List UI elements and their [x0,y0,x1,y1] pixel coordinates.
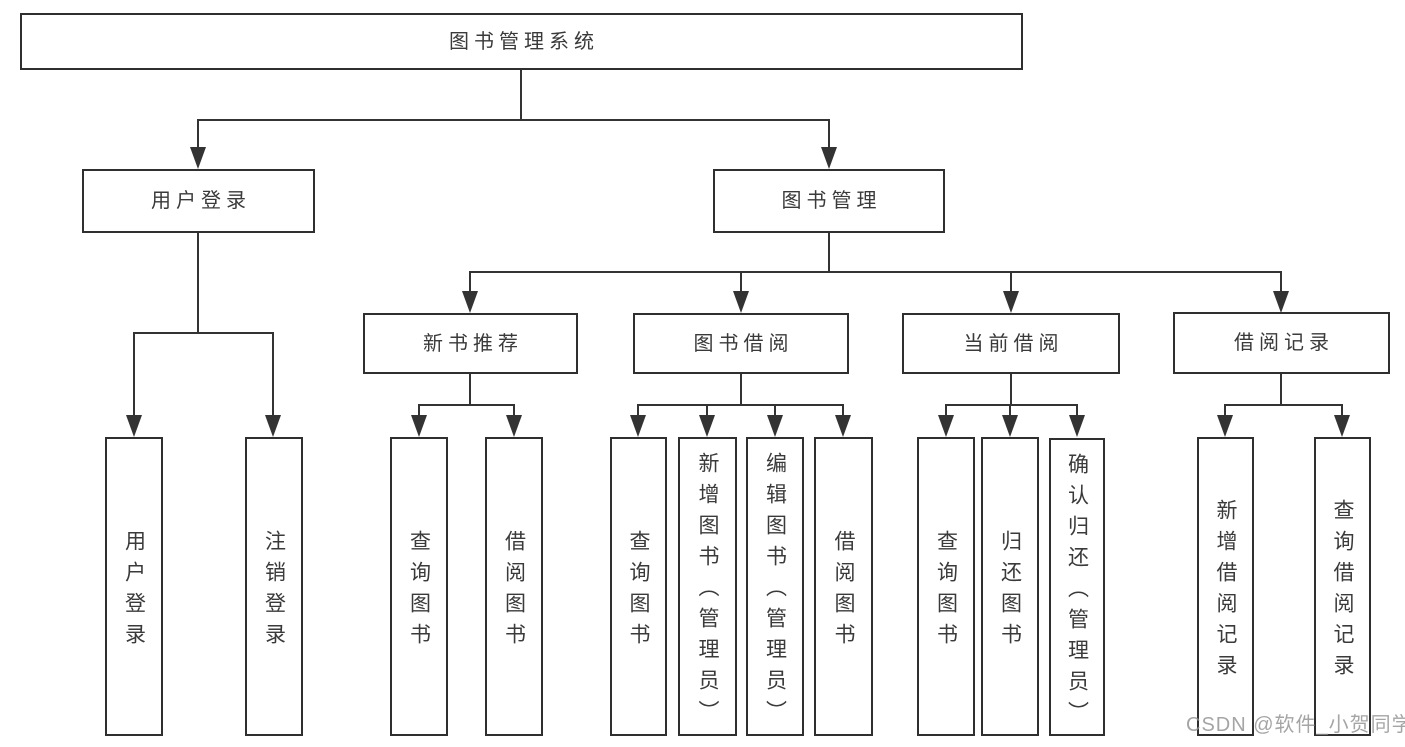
edge-recommend-branch [418,404,515,406]
csdn-watermark: CSDN @软件_小贺同学 [1186,714,1405,736]
leaf-add-borrow-record: 新增借阅记录 [1197,437,1254,736]
edge-root-trunk [520,70,522,121]
leaf-edit-books-admin-label: 编辑图书（管理员） [763,452,787,731]
edge-stem-borrow [740,271,742,293]
edge-bookmgmt-branch [469,271,1282,273]
edge-stem-rec-borrow [513,404,515,417]
arrow-bor-edit [767,415,783,437]
edge-stem-user-login [197,119,199,149]
leaf-add-borrow-record-label: 新增借阅记录 [1214,498,1237,685]
edge-stem-leaf-login [133,332,135,416]
edge-record-branch [1224,404,1342,406]
edge-stem-leaf-logout [272,332,274,416]
edge-stem-cur-return [1009,404,1011,417]
node-book-management-label: 图书管理 [781,190,882,212]
edge-record-trunk [1280,374,1282,406]
leaf-logout-label: 注销登录 [262,529,286,654]
edge-current-branch [945,404,1078,406]
arrow-leaf-logout [265,415,281,437]
node-book-management: 图书管理 [713,169,945,233]
leaf-query-books-current: 查询图书 [917,437,975,736]
node-user-login-label: 用户登录 [151,190,251,212]
edge-borrow-trunk [740,374,742,406]
leaf-query-books-borrow: 查询图书 [610,437,667,736]
arrow-borrow [733,291,749,313]
leaf-return-books-label: 归还图书 [998,529,1022,654]
edge-stem-recommend [469,271,471,293]
node-root-label: 图书管理系统 [449,30,599,53]
arrow-cur-return [1002,415,1018,437]
leaf-query-books-current-label: 查询图书 [934,529,958,654]
arrow-recommend [462,291,478,313]
leaf-user-login: 用户登录 [105,437,163,736]
edge-bookmgmt-trunk [828,233,830,273]
node-borrow-record: 借阅记录 [1173,312,1390,374]
arrow-current [1003,291,1019,313]
node-user-login: 用户登录 [82,169,315,233]
edge-recommend-trunk [469,374,471,406]
leaf-edit-books-admin: 编辑图书（管理员） [746,437,804,736]
node-new-book-recommend-label: 新书推荐 [423,332,523,355]
edge-userlogin-branch [133,332,274,334]
edge-stem-rec-query2 [1341,404,1343,417]
leaf-borrow-books-recommend: 借阅图书 [485,437,543,736]
arrow-rec-query [411,415,427,437]
edge-stem-rec-query [418,404,420,417]
leaf-query-borrow-record-label: 查询借阅记录 [1331,498,1354,685]
node-current-borrow-label: 当前借阅 [963,332,1064,355]
edge-stem-rec-add [1224,404,1226,417]
leaf-return-books: 归还图书 [981,437,1039,736]
node-new-book-recommend: 新书推荐 [363,313,578,374]
leaf-confirm-return-admin-label: 确认归还（管理员） [1065,452,1089,732]
leaf-logout: 注销登录 [245,437,303,736]
node-borrow-record-label: 借阅记录 [1234,332,1334,354]
arrow-bor-add [699,415,715,437]
edge-stem-bor-borrow [842,404,844,417]
edge-stem-book-management [828,119,830,149]
node-book-borrow-label: 图书借阅 [693,332,794,355]
edge-current-trunk [1010,374,1012,406]
edge-stem-cur-confirm [1076,404,1078,417]
leaf-borrow-books-label: 借阅图书 [832,529,855,654]
arrow-user-login [190,147,206,169]
leaf-add-books-admin: 新增图书（管理员） [678,437,737,736]
edge-borrow-branch [637,404,844,406]
node-current-borrow: 当前借阅 [902,313,1120,374]
node-book-borrow: 图书借阅 [633,313,849,374]
arrow-cur-confirm [1069,415,1085,437]
arrow-record-query [1334,415,1350,437]
arrow-bor-query [630,415,646,437]
edge-root-branch [197,119,830,121]
arrow-cur-query [938,415,954,437]
edge-stem-bor-edit [774,404,776,417]
leaf-query-books-recommend-label: 查询图书 [407,529,431,654]
edge-userlogin-trunk [197,233,199,334]
leaf-borrow-books: 借阅图书 [814,437,873,736]
leaf-query-books-recommend: 查询图书 [390,437,448,736]
arrow-leaf-login [126,415,142,437]
leaf-add-books-admin-label: 新增图书（管理员） [696,452,719,731]
leaf-query-borrow-record: 查询借阅记录 [1314,437,1371,736]
arrow-rec-borrow [506,415,522,437]
arrow-record [1273,291,1289,313]
edge-stem-bor-query [637,404,639,417]
node-root: 图书管理系统 [20,13,1023,70]
edge-stem-cur-query [945,404,947,417]
edge-stem-current [1010,271,1012,293]
arrow-record-add [1217,415,1233,437]
leaf-borrow-books-recommend-label: 借阅图书 [502,529,526,654]
arrow-bor-borrow [835,415,851,437]
leaf-confirm-return-admin: 确认归还（管理员） [1049,438,1105,736]
edge-stem-bor-add [706,404,708,417]
leaf-user-login-label: 用户登录 [122,529,146,654]
leaf-query-books-borrow-label: 查询图书 [627,529,650,654]
arrow-book-management [821,147,837,169]
edge-stem-record [1280,271,1282,293]
